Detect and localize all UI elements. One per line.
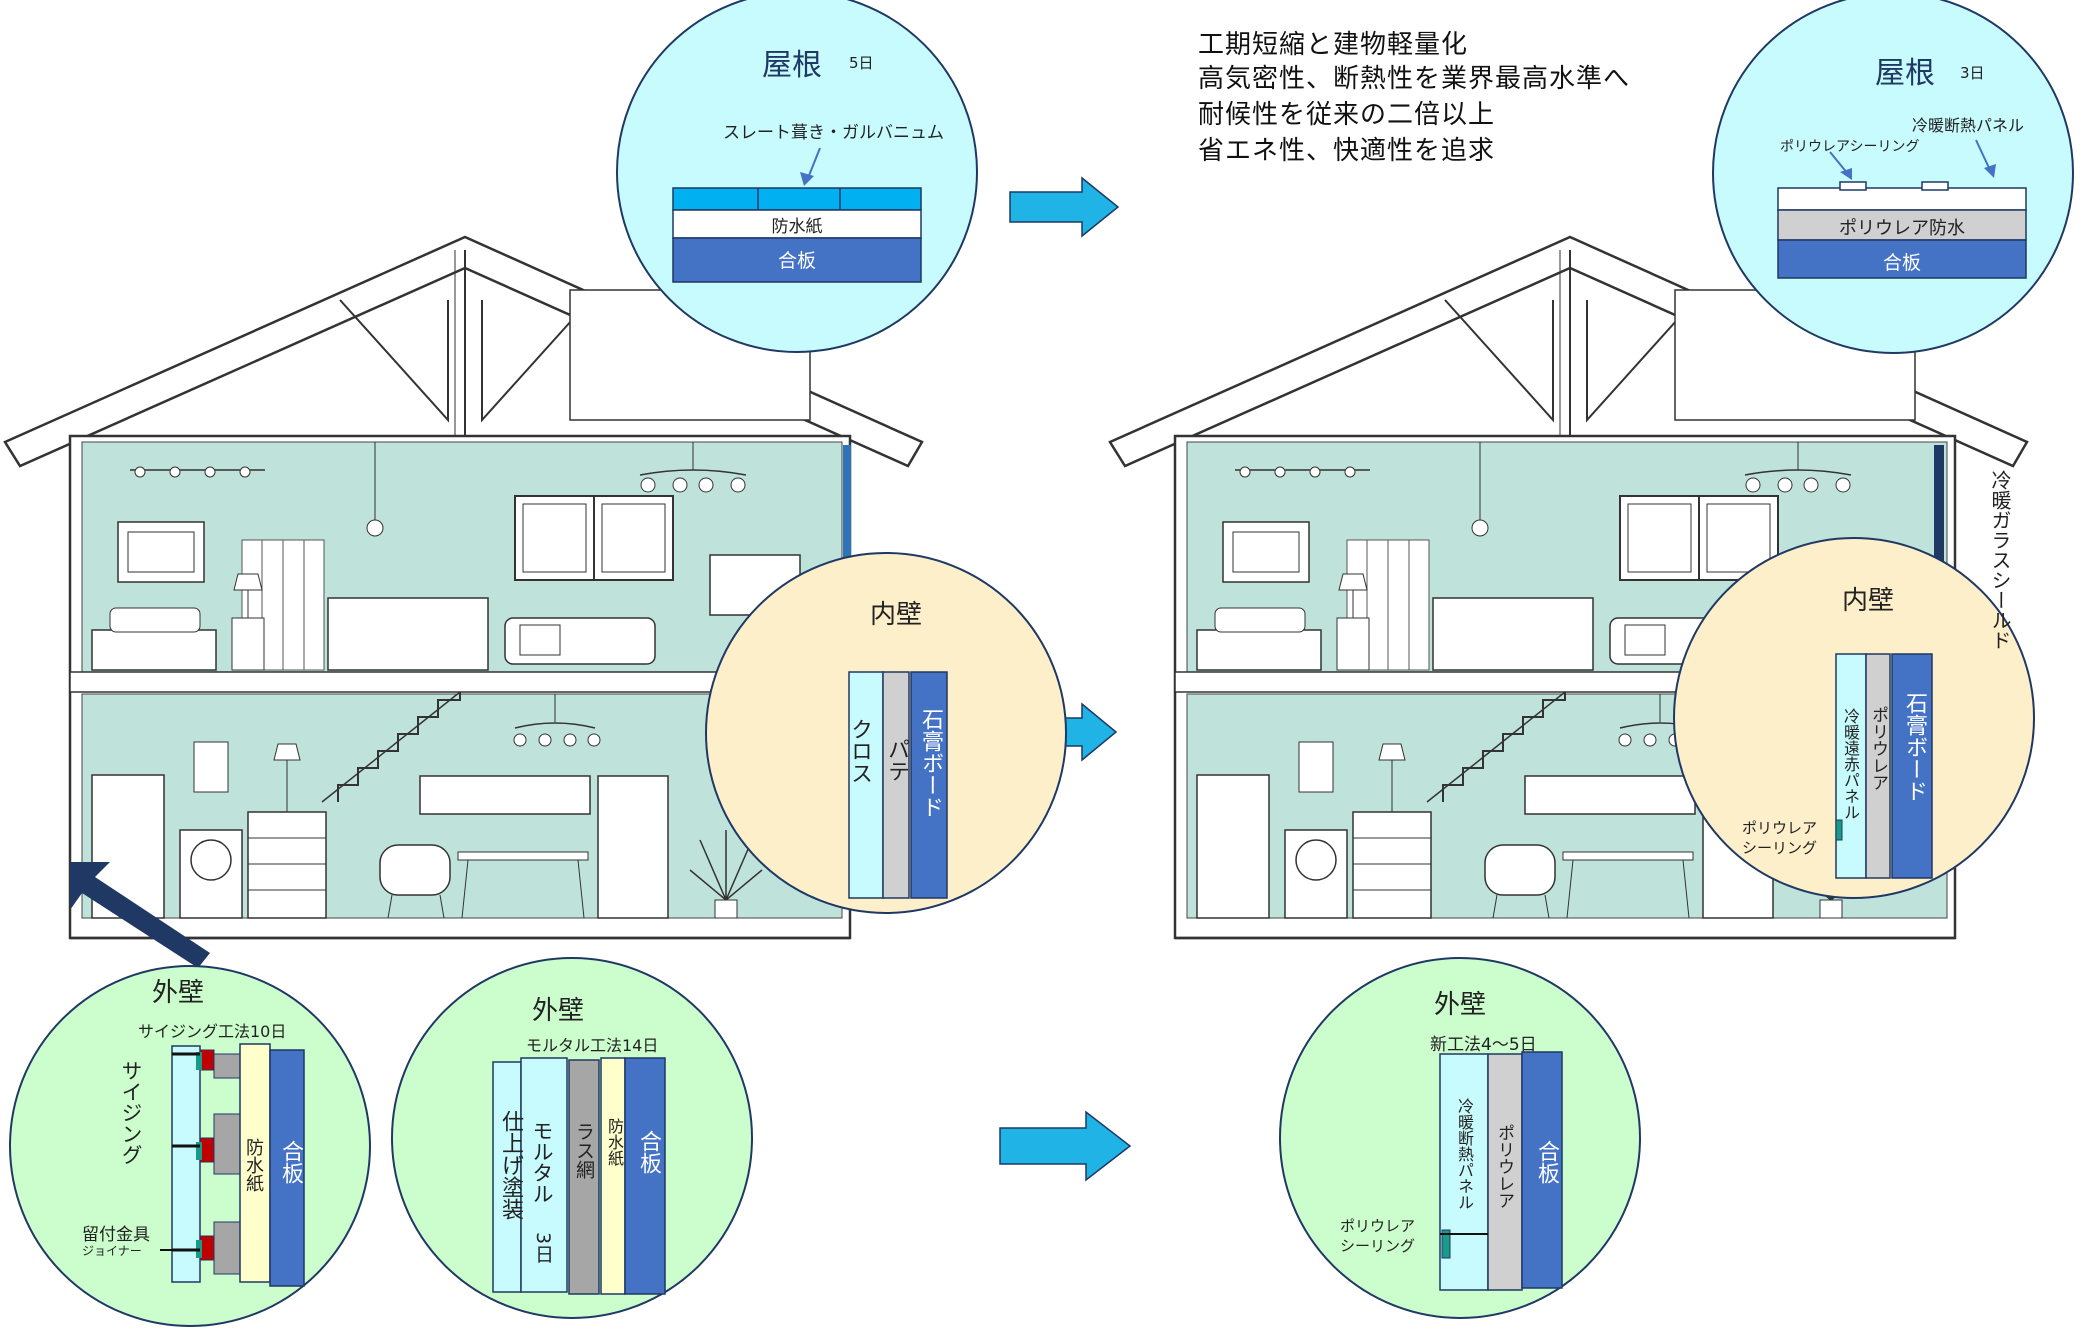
roof-after-circle <box>1712 0 2074 354</box>
exterior-mortar-days: 3日 <box>532 1232 554 1264</box>
inner-wall-before-title: 内壁 <box>870 600 923 630</box>
inner-wall-before-circle <box>705 552 1067 914</box>
roof-after-panel-callout: 冷暖断熱パネル <box>1912 116 2025 135</box>
exterior-siding-waterproof: 防水紙 <box>243 1138 264 1192</box>
exterior-new-title: 外壁 <box>1434 990 1487 1020</box>
roof-before-callout: スレート葺き・ガルバニュム <box>723 123 944 143</box>
exterior-mortar-mortar: モルタル <box>530 1120 554 1204</box>
glass-shield-bar <box>1934 445 1944 565</box>
arrow-roof <box>1009 176 1120 238</box>
exterior-mortar-title: 外壁 <box>532 996 585 1026</box>
exterior-siding-fastener: 留付金具 <box>82 1225 150 1245</box>
exterior-new-circle <box>1279 957 1641 1319</box>
roof-before-waterproof: 防水紙 <box>771 217 823 237</box>
arrow-exterior <box>999 1110 1132 1182</box>
exterior-new-sealing: ポリウレア シーリング <box>1340 1217 1416 1255</box>
exterior-siding-siding: サイジング <box>119 1060 143 1165</box>
arrow-siding-pointer <box>70 862 210 968</box>
inner-wall-after-circle <box>1673 537 2035 899</box>
exterior-siding-method: サイジング工法10日 <box>138 1022 287 1041</box>
inner-wall-before-cloth: クロス <box>847 718 872 784</box>
headline-line-2: 高気密性、断熱性を業界最高水準へ <box>1198 64 1631 94</box>
inner-wall-after-panel: 冷暖遠赤パネル <box>1841 708 1860 820</box>
inner-wall-after-sealing: ポリウレア シーリング <box>1742 819 1818 857</box>
headline-line-1: 工期短縮と建物軽量化 <box>1198 30 1469 60</box>
inner-wall-after-gypsum: 石膏ボード <box>1902 692 1927 802</box>
exterior-siding-title: 外壁 <box>152 978 205 1008</box>
exterior-mortar-waterproof: 防水紙 <box>605 1118 624 1166</box>
inner-wall-after-polyurea: ポリウレア <box>1868 706 1888 791</box>
house-before <box>3 235 924 940</box>
roof-before-plywood: 合板 <box>777 250 816 272</box>
glass-shield-label: 冷暖ガラスシールド <box>1988 470 2012 650</box>
left-wall-edge <box>843 445 851 565</box>
exterior-mortar-lath: ラス網 <box>573 1122 595 1179</box>
headline-line-4: 省エネ性、快適性を追求 <box>1198 136 1496 166</box>
exterior-new-plywood: 合板 <box>1534 1140 1559 1184</box>
exterior-mortar-method: モルタル工法14日 <box>526 1036 659 1055</box>
exterior-new-method: 新工法4〜5日 <box>1430 1035 1537 1055</box>
exterior-mortar-circle <box>391 957 753 1319</box>
roof-before-days: 5日 <box>849 54 874 72</box>
roof-after-sealing-callout: ポリウレアシーリング <box>1780 139 1920 155</box>
roof-before-title: 屋根 <box>762 48 822 83</box>
inner-wall-before-gypsum: 石膏ボード <box>918 708 943 818</box>
headline-line-3: 耐候性を従来の二倍以上 <box>1198 100 1496 130</box>
roof-before-circle <box>616 0 978 353</box>
roof-after-days: 3日 <box>1960 64 1985 82</box>
exterior-mortar-finish: 仕上げ塗装 <box>498 1110 523 1220</box>
roof-after-title: 屋根 <box>1875 56 1935 91</box>
exterior-siding-circle <box>9 965 371 1327</box>
exterior-mortar-plywood: 合板 <box>636 1130 661 1174</box>
exterior-new-panel: 冷暖断熱パネル <box>1455 1098 1474 1210</box>
roof-after-polyurea: ポリウレア防水 <box>1839 218 1965 239</box>
exterior-siding-joiner: ジョイナー <box>82 1244 142 1258</box>
house-after <box>1108 235 2029 940</box>
inner-wall-after-title: 内壁 <box>1842 586 1895 616</box>
roof-after-plywood: 合板 <box>1882 252 1921 274</box>
exterior-new-polyurea: ポリウレア <box>1494 1124 1514 1209</box>
inner-wall-before-putty: パテ <box>884 738 909 782</box>
exterior-siding-plywood: 合板 <box>278 1140 303 1184</box>
